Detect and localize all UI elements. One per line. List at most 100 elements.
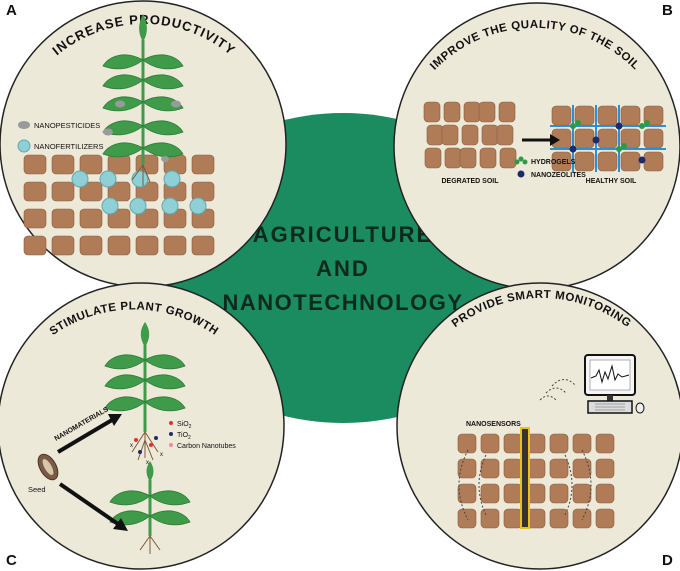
legend-nanopesticides: NANOPESTICIDES: [34, 121, 100, 130]
soil-block: [620, 151, 641, 172]
soil-block: [503, 433, 523, 454]
center-title-line2: AND: [316, 256, 370, 281]
sio2-swatch: [169, 421, 173, 425]
soil-block: [597, 128, 618, 149]
nanozeolite-swatch: [517, 170, 525, 178]
panel-d-signal-waves: [458, 379, 592, 521]
soil-block: [549, 433, 569, 454]
soil-block: [597, 105, 618, 126]
nanosensor-probe: [520, 427, 530, 529]
soil-block: [461, 124, 479, 146]
soil-block: [23, 235, 47, 256]
panel-c: STIMULATE PLANT GROWTH xxx Seed: [0, 282, 285, 570]
soil-block: [51, 181, 75, 202]
soil-block: [480, 433, 500, 454]
soil-block: [597, 151, 618, 172]
computer-monitor-icon: [584, 354, 645, 414]
soil-block: [79, 154, 103, 175]
svg-text:x: x: [130, 443, 133, 449]
degraded-soil-label: DEGRATED SOIL: [441, 178, 499, 185]
soil-block: [595, 483, 615, 504]
svg-text:x: x: [146, 460, 149, 466]
soil-block: [107, 208, 131, 229]
panel-a-fertilizer-particles: [71, 170, 207, 215]
nanopesticide-swatch: [18, 121, 30, 129]
panel-d-letter: D: [662, 552, 673, 569]
soil-block: [107, 181, 131, 202]
soil-block: [463, 101, 481, 123]
soil-block: [503, 458, 523, 479]
panel-c-large-plant: xxx: [104, 322, 186, 466]
soil-block: [549, 458, 569, 479]
soil-block: [459, 147, 477, 169]
soil-block: [574, 151, 595, 172]
soil-block: [426, 124, 444, 146]
soil-block: [478, 101, 496, 123]
panel-b-legend: HYDROGELS NANOZEOLITES: [514, 156, 586, 179]
panel-a-pesticide-particles: [103, 100, 181, 162]
soil-block: [441, 124, 459, 146]
soil-block: [79, 235, 103, 256]
soil-block: [135, 208, 159, 229]
center-title-line1: AGRICULTURE: [253, 222, 433, 247]
legend-sio2: SiO2: [177, 421, 192, 430]
panel-c-legend: SiO2 TiO2 Carbon Nanotubes: [169, 421, 236, 450]
panel-b-water-network: [550, 105, 666, 172]
soil-block: [23, 181, 47, 202]
seed-icon: [37, 453, 59, 481]
soil-block: [23, 154, 47, 175]
soil-block: [499, 147, 517, 169]
soil-block: [444, 147, 462, 169]
panel-d: PROVIDE SMART MONITORING NANOSENSORS: [396, 282, 680, 570]
healthy-soil-label: HEALTHY SOIL: [586, 178, 637, 185]
soil-block: [643, 151, 664, 172]
panel-a-soil: [23, 154, 215, 256]
soil-block: [595, 458, 615, 479]
soil-block: [503, 508, 523, 529]
soil-block: [595, 508, 615, 529]
soil-block: [107, 154, 131, 175]
soil-block: [480, 458, 500, 479]
panel-c-arrow-up: [56, 414, 122, 454]
soil-block: [480, 483, 500, 504]
soil-block: [443, 101, 461, 123]
panel-a-legend: NANOPESTICIDES NANOFERTILIZERS: [17, 121, 103, 153]
soil-block: [191, 235, 215, 256]
carbon-nanotubes-swatch: [169, 443, 173, 447]
legend-nanofertilizers: NANOFERTILIZERS: [34, 142, 103, 151]
panel-a: INCREASE PRODUCTIVITY: [0, 0, 287, 288]
soil-block: [551, 105, 572, 126]
panel-b-degraded-soil: [423, 101, 517, 169]
legend-tio2: TiO2: [177, 432, 191, 441]
nanosensors-label: NANOSENSORS: [466, 421, 521, 428]
soil-block: [480, 508, 500, 529]
soil-block: [498, 101, 516, 123]
soil-block: [423, 101, 441, 123]
soil-block: [191, 154, 215, 175]
panel-d-soil: [457, 433, 615, 529]
soil-block: [572, 458, 592, 479]
panel-a-letter: A: [6, 2, 17, 19]
soil-block: [457, 508, 477, 529]
legend-hydrogels: HYDROGELS: [531, 159, 576, 166]
soil-block: [572, 483, 592, 504]
panel-b: IMPROVE THE QUALITY OF THE SOIL DEGRATED…: [393, 2, 680, 290]
soil-block: [595, 433, 615, 454]
soil-block: [479, 147, 497, 169]
soil-block: [481, 124, 499, 146]
soil-block: [457, 483, 477, 504]
soil-block: [79, 208, 103, 229]
panel-c-arrow-down: [58, 482, 128, 531]
soil-block: [457, 433, 477, 454]
soil-block: [496, 124, 514, 146]
soil-block: [51, 208, 75, 229]
soil-block: [79, 181, 103, 202]
seed-label: Seed: [28, 485, 46, 494]
soil-block: [503, 483, 523, 504]
soil-block: [549, 508, 569, 529]
soil-block: [51, 235, 75, 256]
soil-block: [643, 128, 664, 149]
soil-block: [51, 154, 75, 175]
soil-block: [457, 458, 477, 479]
